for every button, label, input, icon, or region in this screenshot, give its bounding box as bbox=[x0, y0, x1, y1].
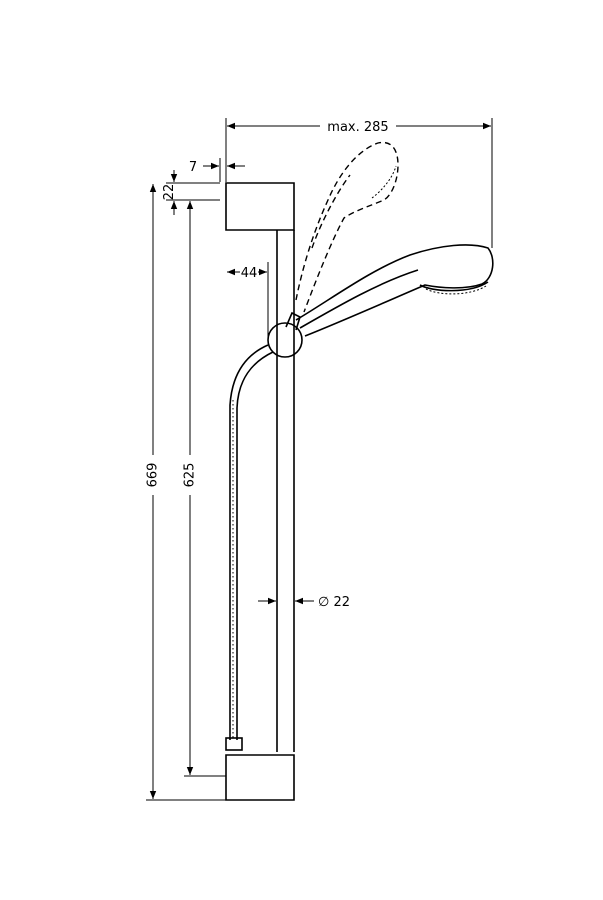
top-wall-bracket bbox=[225, 182, 295, 231]
dimension-max-reach: max. 285 bbox=[225, 118, 493, 248]
dimension-wall-offset: 7 bbox=[189, 158, 245, 182]
bar-diameter-label: ∅ 22 bbox=[318, 595, 350, 610]
shower-hose bbox=[225, 344, 274, 751]
max-reach-label: max. 285 bbox=[327, 120, 388, 135]
dimension-holder-offset: 44 bbox=[227, 262, 269, 340]
top-block-label: 22 bbox=[162, 184, 177, 201]
dimension-bar-span: 625 bbox=[183, 201, 226, 777]
overall-height-label: 669 bbox=[146, 463, 161, 488]
holder-offset-label: 44 bbox=[241, 266, 258, 281]
wall-offset-label: 7 bbox=[189, 160, 197, 175]
hose-nut bbox=[225, 737, 243, 751]
bottom-wall-bracket bbox=[225, 754, 295, 801]
shower-rail bbox=[225, 182, 295, 801]
hand-shower bbox=[295, 244, 494, 337]
dimension-overall-height: 669 bbox=[146, 184, 226, 801]
dimension-bar-diameter: ∅ 22 bbox=[258, 595, 350, 610]
dimension-top-block: 22 bbox=[162, 170, 220, 215]
rail-tube bbox=[276, 230, 295, 752]
bar-span-label: 625 bbox=[183, 463, 198, 488]
hand-shower-alternate-position bbox=[295, 141, 399, 313]
